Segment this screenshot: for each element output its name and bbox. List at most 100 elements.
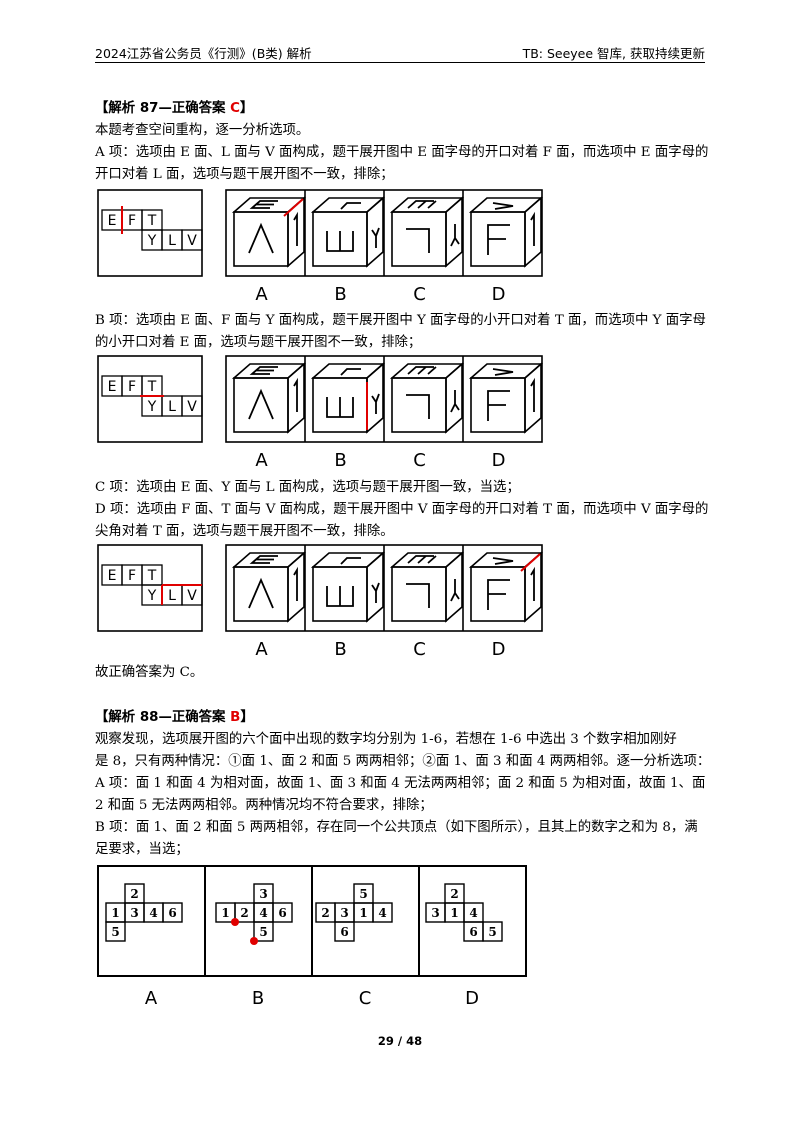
- cube-front-face: [233, 566, 289, 622]
- s88-line-5: 足要求，当选；: [95, 842, 189, 857]
- net-cell-letter: T: [147, 568, 157, 584]
- glyph-top-shan: [407, 200, 437, 209]
- glyph-side-1: [293, 211, 298, 246]
- net-cell: E: [101, 564, 123, 586]
- cube-front-face: [233, 377, 289, 433]
- net-cell: F: [121, 209, 143, 231]
- glyph-shan: [326, 397, 354, 418]
- glyph-side-1: [530, 377, 535, 412]
- s87-line-4: 的小开口对着 E 面，选项与题干展开图不一致，排除；: [95, 335, 422, 350]
- net-cell-letter: T: [147, 379, 157, 395]
- cube-side-face: [366, 551, 384, 623]
- option-cube-d: [468, 362, 544, 434]
- option-cube-a: [231, 551, 307, 623]
- net-88-number: 1: [221, 906, 229, 920]
- net-cell: F: [121, 375, 143, 397]
- net-cell: L: [161, 395, 183, 417]
- net-88-number: 4: [149, 906, 157, 920]
- net-88-number: 3: [130, 906, 138, 920]
- glyph-side-y: [371, 393, 380, 414]
- net-cell: T: [141, 375, 163, 397]
- s88-line-1: 是 8，只有两种情况：①面 1、面 2 和面 5 两两相邻；②面 1、面 3 和…: [95, 754, 711, 769]
- cube-side-face: [287, 196, 305, 268]
- cube-top-face: [310, 552, 386, 568]
- net-cell-letter: E: [108, 379, 117, 395]
- glyph-hook: [406, 228, 430, 253]
- option-label-c: C: [413, 639, 426, 660]
- net-cell: V: [181, 229, 203, 251]
- glyph-lambda: [248, 388, 274, 420]
- section-87-title: 【解析 87—正确答案 C】: [95, 101, 254, 116]
- glyph-top-shan: [407, 366, 437, 375]
- net-cell-letter: Y: [147, 588, 157, 604]
- net-cell: V: [181, 584, 203, 606]
- option-label-c: C: [413, 284, 426, 305]
- cube-top-face: [310, 197, 386, 213]
- net-cell-letter: L: [168, 588, 176, 604]
- s87-line-5: C 项：选项由 E 面、Y 面与 L 面构成，选项与题干展开图一致，当选；: [95, 480, 520, 495]
- net-cell-letter: E: [108, 568, 117, 584]
- net-88-number: 4: [259, 906, 267, 920]
- glyph-side-y: [450, 224, 460, 247]
- s87-line-0: 本题考查空间重构，逐一分析选项。: [95, 123, 310, 138]
- net-cell: E: [101, 375, 123, 397]
- s87-line-7: 尖角对着 T 面，选项与题干展开图不一致，排除。: [95, 524, 394, 539]
- net-88-number: 1: [450, 906, 458, 920]
- net-88-number: 5: [488, 925, 496, 939]
- header-source: TB: Seeyee 智库, 获取持续更新: [522, 46, 705, 61]
- net-cell-box: [181, 395, 203, 417]
- glyph-top-v: [492, 202, 514, 210]
- net-88-cell: [162, 902, 183, 923]
- net-88-number: 5: [359, 887, 367, 901]
- option-label-a: A: [255, 284, 268, 305]
- cube-side-face: [287, 362, 305, 434]
- option-cube-c: [389, 362, 465, 434]
- net-88-cell: [105, 921, 126, 942]
- net-88-number: 6: [469, 925, 477, 939]
- glyph-top-e: [340, 368, 361, 376]
- page-number: 29 / 48: [377, 1034, 423, 1048]
- cube-side-face: [366, 362, 384, 434]
- cube-side-face: [524, 362, 542, 434]
- option-label-b: B: [334, 639, 346, 660]
- option-label-88-c: C: [359, 988, 372, 1009]
- net-cell-letter: V: [187, 399, 197, 415]
- net-88-number: 6: [340, 925, 348, 939]
- answer-88: B: [230, 710, 241, 725]
- answer-87: C: [230, 101, 240, 116]
- glyph-top-e: [249, 366, 278, 375]
- option-cube-b: [310, 196, 386, 268]
- net-88-number: 3: [431, 906, 439, 920]
- cube-side-face: [524, 551, 542, 623]
- vertex-marker: [231, 918, 239, 926]
- net-cell-letter: L: [168, 233, 176, 249]
- net-88-number: 2: [130, 887, 138, 901]
- header-title: 2024江苏省公务员《行测》(B类) 解析: [95, 46, 312, 61]
- net-cell-letter: F: [128, 379, 136, 395]
- cube-front-face: [391, 377, 447, 433]
- glyph-shan: [326, 586, 354, 607]
- option-label-b: B: [334, 450, 346, 471]
- cube-side-face: [445, 551, 463, 623]
- net-cell: L: [161, 229, 183, 251]
- option-label-88-b: B: [252, 988, 264, 1009]
- glyph-side-y: [371, 582, 380, 603]
- cube-side-face: [287, 551, 305, 623]
- glyph-side-y: [450, 390, 460, 413]
- net-88-number: 5: [259, 925, 267, 939]
- cube-front-face: [233, 211, 289, 267]
- net-88-cell: [372, 902, 393, 923]
- option-label-88-a: A: [145, 988, 158, 1009]
- option-cube-d: [468, 196, 544, 268]
- s87-line-8: 故正确答案为 C。: [95, 665, 204, 680]
- option-label-a: A: [255, 639, 268, 660]
- net-88-cell: [334, 921, 355, 942]
- net-cell: L: [161, 584, 183, 606]
